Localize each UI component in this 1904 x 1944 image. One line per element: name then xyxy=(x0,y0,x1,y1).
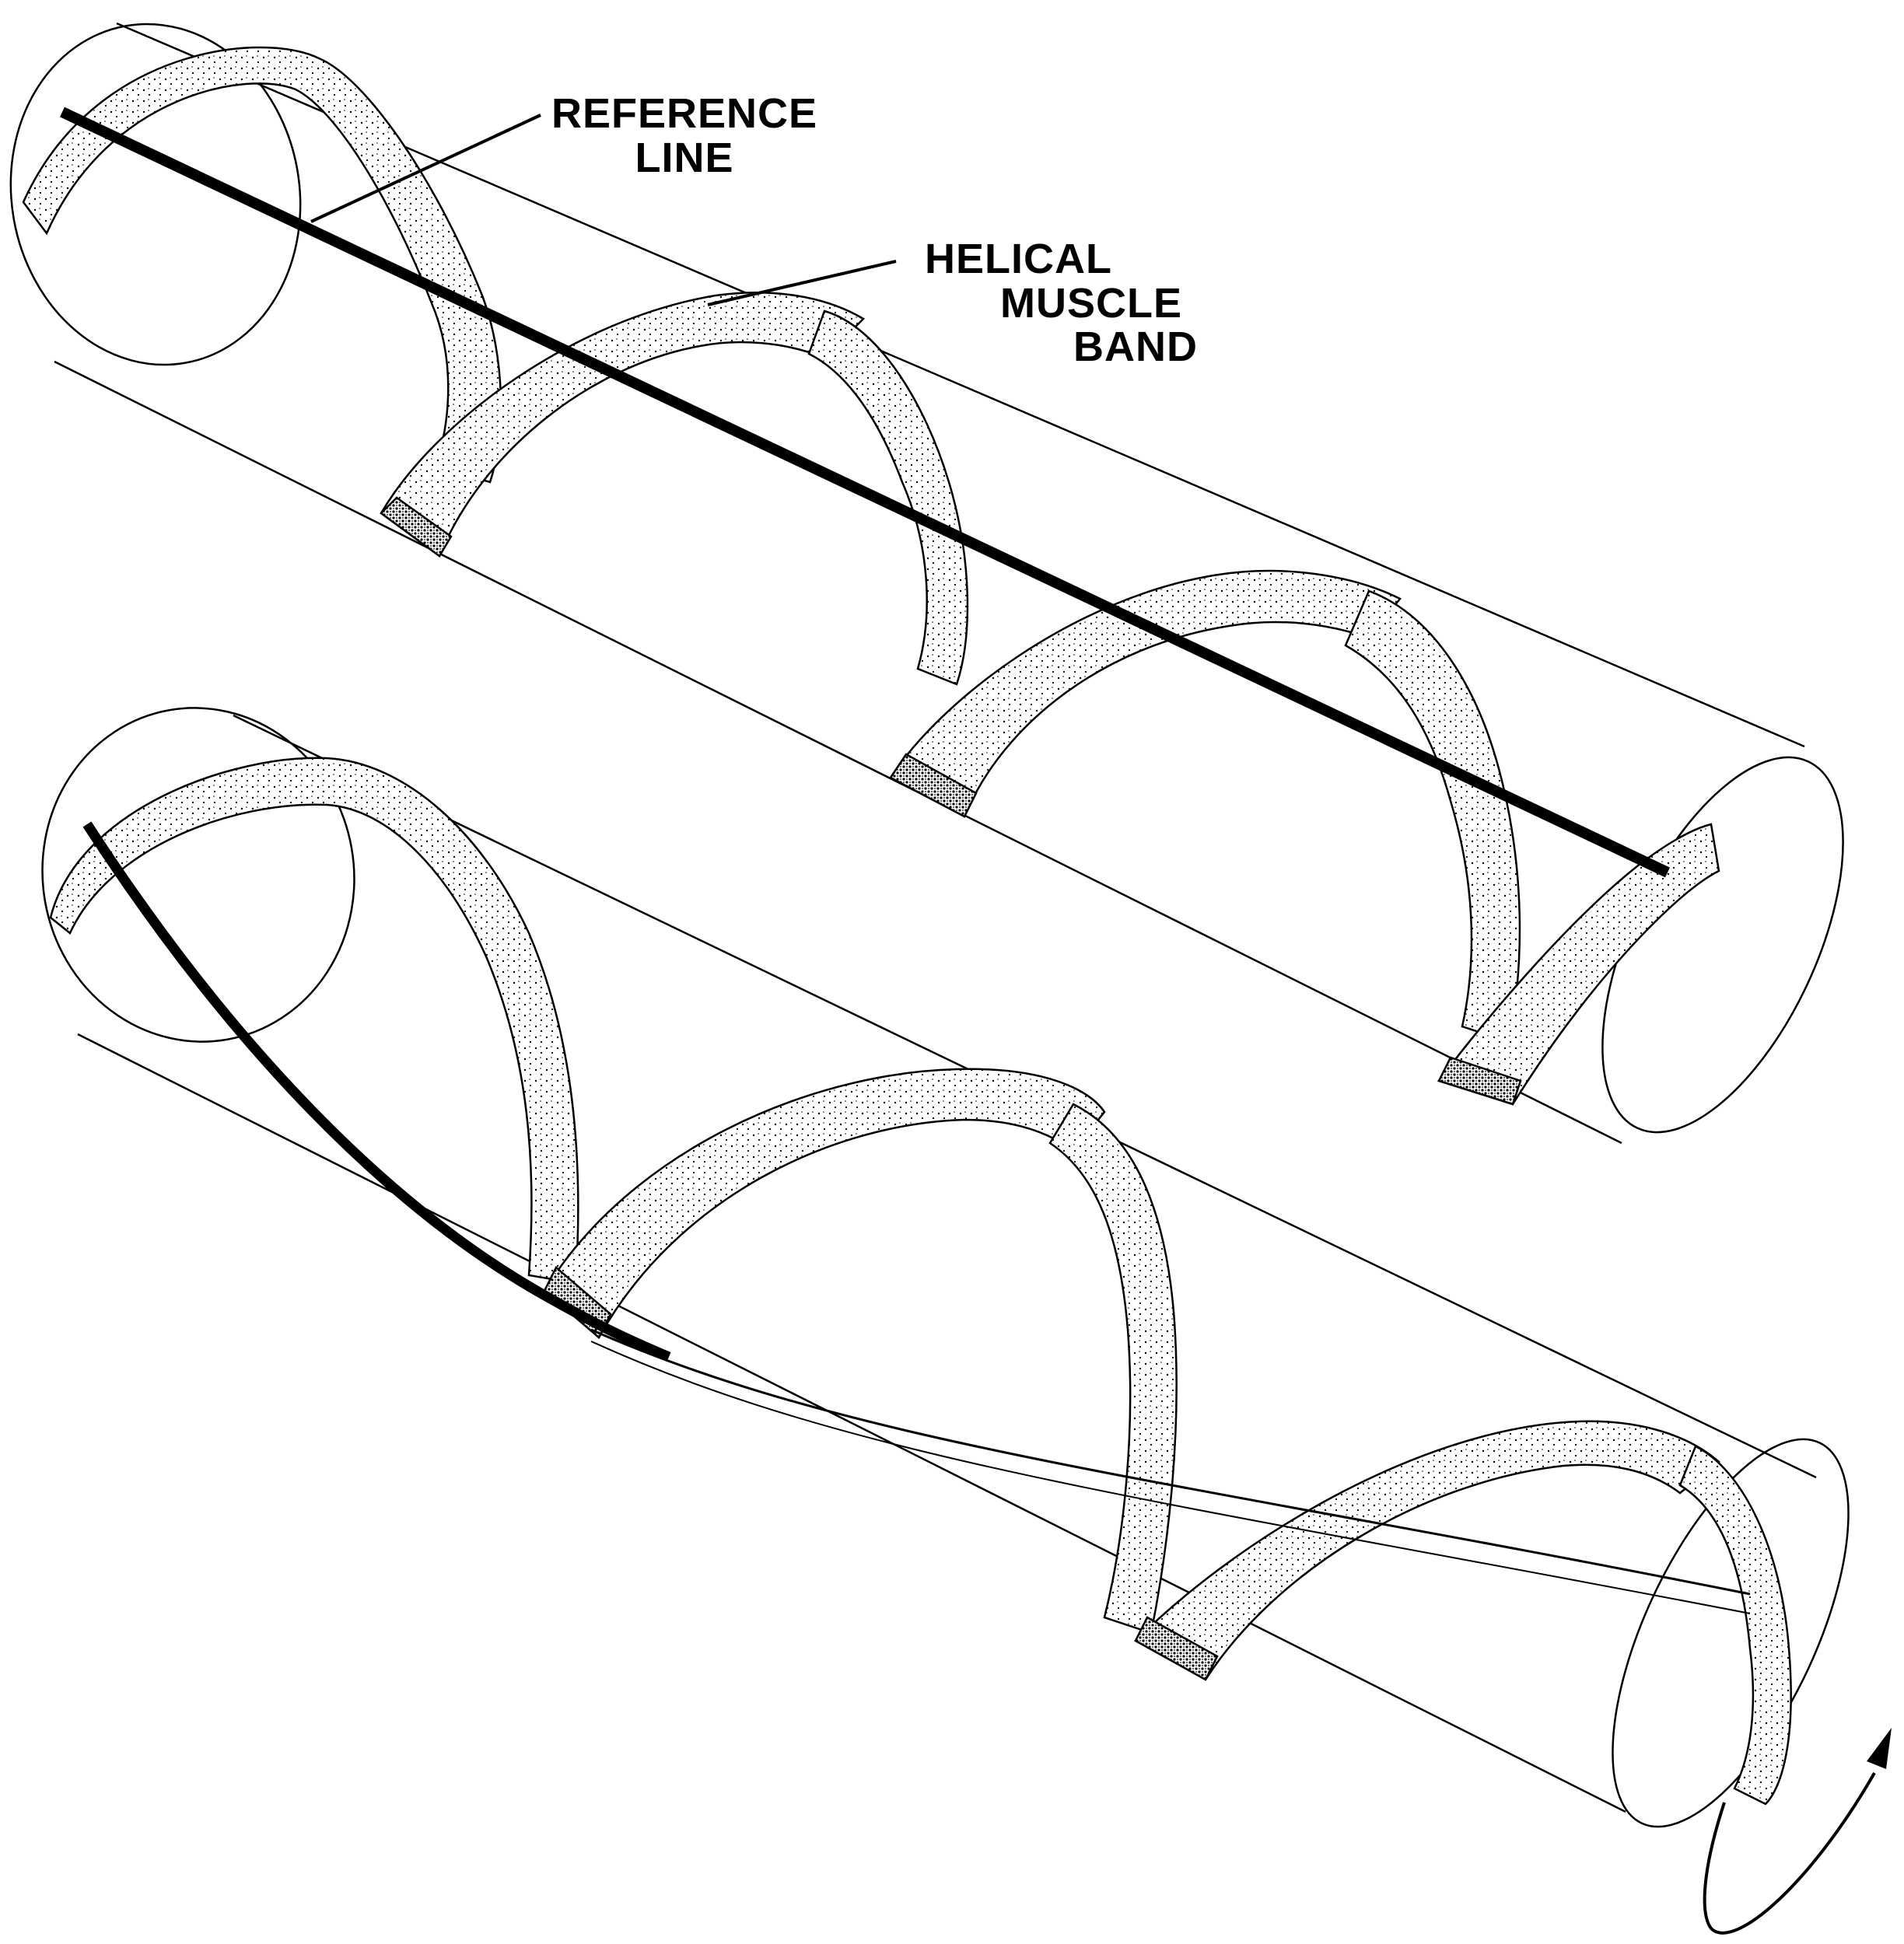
reference-line-spiral xyxy=(82,821,671,1362)
helical-band-cross-1 xyxy=(543,1068,1106,1339)
band-shade xyxy=(1134,1616,1219,1681)
label-line: BAND xyxy=(1073,323,1198,371)
rotation-arrow-icon xyxy=(1703,1728,1892,1935)
back-band-strand xyxy=(590,1341,1751,1614)
helical-leader-line xyxy=(707,260,897,306)
band-shade xyxy=(1437,1056,1522,1106)
bottom-cylinder xyxy=(41,707,1850,1828)
top-cylinder xyxy=(9,22,1844,1145)
helical-band-loop-1 xyxy=(49,757,579,1285)
top-left-cap xyxy=(9,23,302,366)
reference-line-straight xyxy=(60,107,1670,878)
reference-leader-line xyxy=(310,114,541,223)
helical-band-loop-3 xyxy=(1678,1445,1792,1806)
helical-band-cross-3 xyxy=(1437,823,1720,1106)
reference-line-label: REFERENCE LINE xyxy=(544,92,824,180)
helical-band-label: HELICAL MUSCLE BAND xyxy=(902,237,1198,369)
helical-band-cross-2 xyxy=(1133,1420,1720,1681)
bottom-right-cap xyxy=(1612,1438,1850,1828)
label-line: REFERENCE xyxy=(551,90,818,137)
bottom-left-cap xyxy=(41,707,355,1043)
band-shade xyxy=(380,496,453,558)
label-line: MUSCLE xyxy=(1000,279,1182,327)
back-band-strand xyxy=(590,1328,1751,1596)
top-lower-edge xyxy=(54,360,1622,1145)
bottom-lower-edge xyxy=(77,1033,1626,1813)
helical-band-loop-2 xyxy=(807,309,969,686)
helical-band-loop-1 xyxy=(22,46,502,484)
label-line: LINE xyxy=(635,134,734,181)
band-shade xyxy=(889,753,978,818)
helical-band-loop-3 xyxy=(1344,589,1521,1044)
label-line: HELICAL xyxy=(925,236,1112,282)
